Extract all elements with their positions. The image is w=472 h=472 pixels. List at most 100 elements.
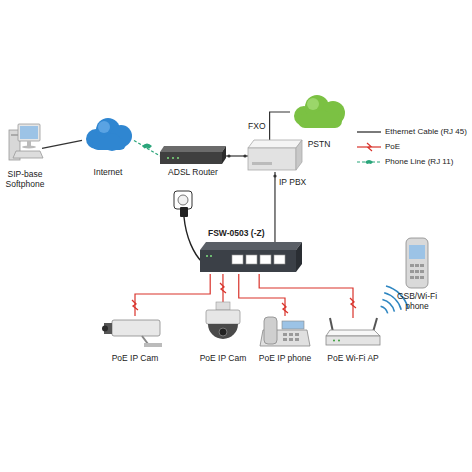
camera-icon	[144, 343, 162, 347]
poe-bolt	[132, 300, 138, 310]
switch-icon	[210, 255, 212, 257]
mobile-phone-icon	[420, 264, 424, 267]
legend-text: PoE	[385, 142, 400, 151]
mobile-phone-icon	[406, 238, 428, 288]
mobile-phone-icon	[410, 264, 414, 267]
router-icon	[160, 146, 226, 152]
poe-bolt	[350, 298, 356, 308]
switch-icon	[260, 255, 271, 264]
internet-cloud	[96, 118, 120, 142]
dome-camera-icon	[216, 302, 230, 310]
camera-icon	[112, 320, 160, 336]
poe-bolt	[282, 303, 288, 313]
poe-cable	[239, 274, 285, 316]
pbx-icon	[296, 140, 302, 170]
poe-bolt	[132, 283, 356, 313]
switch-icon	[206, 255, 208, 257]
internet-cloud	[98, 121, 110, 133]
switch-icon	[246, 255, 257, 264]
dome-camera-icon	[206, 302, 240, 339]
camera-icon	[102, 320, 162, 347]
device-node: FSW-0503 (-Z)	[200, 242, 302, 274]
mobile-phone-icon	[415, 270, 419, 273]
mobile-phone-icon	[406, 238, 428, 288]
access-point-icon	[326, 336, 380, 345]
ip-phone-icon	[283, 338, 287, 341]
internet-cloud	[103, 133, 121, 151]
access-point-icon	[330, 318, 333, 332]
computer-icon	[27, 141, 31, 146]
phone-line-symbol	[142, 144, 152, 149]
switch-icon	[200, 242, 302, 250]
device-label: FSW-0503 (-Z)	[208, 229, 270, 239]
legend-sample	[356, 142, 382, 152]
device-label: PSTN	[279, 140, 359, 150]
dome-camera-icon	[206, 310, 240, 324]
connection-dot	[227, 154, 230, 157]
router-icon	[177, 157, 179, 159]
wifi-waves	[381, 306, 388, 313]
internet-cloud	[86, 118, 132, 151]
camera-icon	[142, 336, 148, 344]
power-plug	[178, 195, 188, 205]
switch-icon	[232, 255, 243, 264]
legend-text: Phone Line (RJ 11)	[385, 157, 453, 166]
pbx-icon	[248, 140, 302, 170]
poe-bolt	[367, 143, 372, 151]
poe-cable	[222, 274, 223, 302]
device-label: PoE IP Cam	[95, 354, 175, 364]
mobile-phone-icon	[415, 264, 419, 267]
dome-camera-icon	[219, 328, 227, 336]
device-node: ADSL Router	[160, 146, 226, 166]
switch-icon	[296, 242, 302, 272]
pstn-cloud	[294, 95, 345, 128]
phone-line-symbol	[365, 160, 373, 164]
device-label: PoE Wi-Fi AP	[313, 354, 393, 364]
pstn-cloud	[321, 101, 345, 125]
poe-cable	[259, 274, 353, 318]
computer-icon	[9, 124, 43, 160]
ethernet-cable	[226, 155, 248, 156]
camera-icon	[104, 323, 112, 334]
device-label: IP PBX	[279, 178, 319, 188]
device-label: GSB/Wi-Fi phone	[393, 292, 441, 312]
computer-icon	[11, 134, 18, 136]
ip-phone-icon	[295, 333, 299, 336]
device-label: PoE IP phone	[245, 354, 325, 364]
pbx-icon	[248, 148, 296, 170]
computer-icon	[20, 126, 38, 139]
device-node: PoE IP Cam	[202, 302, 244, 348]
computer-icon	[13, 151, 43, 158]
ip-phone-icon	[295, 338, 299, 341]
pstn-cloud	[307, 98, 319, 110]
port-label: FXO	[246, 121, 266, 131]
device-label: Internet	[68, 168, 148, 178]
ip-phone-icon	[260, 317, 310, 346]
connection-dot	[273, 174, 276, 177]
device-label: PoE IP Cam	[183, 354, 263, 364]
ethernet-cable	[270, 112, 290, 140]
access-point-icon	[338, 340, 340, 342]
router-icon	[167, 157, 169, 159]
phone-line	[134, 140, 160, 156]
legend-sample	[356, 157, 382, 167]
access-point-icon	[326, 318, 380, 345]
mobile-phone-icon	[410, 276, 414, 279]
access-point-icon	[326, 330, 380, 336]
device-node: GSB/Wi-Fi phone	[404, 236, 430, 290]
camera-icon	[102, 326, 108, 332]
pstn-cloud	[298, 114, 342, 128]
pstn-cloud	[305, 95, 329, 119]
ethernet-cable	[274, 172, 275, 242]
ip-phone-icon	[289, 338, 293, 341]
phone-line-symbol	[142, 144, 152, 149]
power-plug	[184, 217, 202, 262]
router-icon	[222, 146, 226, 164]
pstn-cloud	[294, 106, 314, 126]
device-node: SIP-base Softphone	[8, 122, 42, 166]
computer-icon	[9, 130, 20, 160]
ip-phone-icon	[264, 317, 277, 344]
legend-line	[357, 131, 381, 132]
device-node: Internet	[82, 118, 134, 150]
